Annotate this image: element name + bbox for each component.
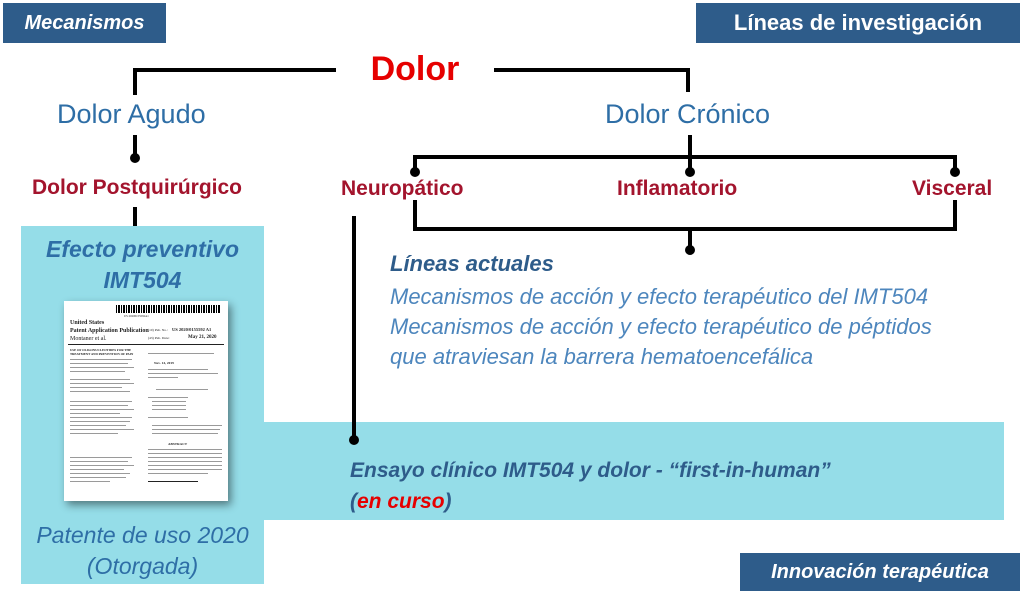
visceral-node-dot [950,167,960,177]
patent-publication-type: Patent Application Publication [70,328,149,334]
current-lines-heading: Líneas actuales [390,251,554,276]
clinical-trial-text: Ensayo clínico IMT504 y dolor - “first-i… [350,455,831,517]
branch-dolor-agudo: Dolor Agudo [57,99,206,129]
agudo-node-dot [130,153,140,163]
patent-barcode-number: US 20200155592A1 [124,314,149,318]
patent-section-title: USE OF OLIGONUCLEOTIDES FOR THE TREATMEN… [70,348,134,356]
root-connector-right [494,68,690,92]
subtype-visceral: Visceral [912,177,993,200]
patent-rule [68,344,224,345]
subtypes-bracket-bottom [413,200,957,231]
cronico-bracket-top [413,155,957,172]
trial-node-dot [349,435,359,445]
current-line-item: que atraviesan la barrera hematoencefáli… [390,344,814,369]
trial-highlight-band [264,422,1004,520]
patent-pub-no: US 2020/0155592 A1 [172,327,212,332]
subtype-neuropatico: Neuropático [341,177,464,200]
patent-pub-no-label: (10) Pub. No.: [148,328,169,332]
branch-dolor-cronico: Dolor Crónico [605,99,771,129]
root-node-dolor: Dolor [370,50,460,88]
current-lines-node-dot [685,245,695,255]
clinical-trial-status: en curso [357,490,445,513]
current-line-item: Mecanismos de acción y efecto terapéutic… [390,284,929,309]
patent-abstract-label: ABSTRACT [168,442,188,446]
status-open-paren: ( [350,490,357,513]
patent-pub-date: May 21, 2020 [188,335,217,340]
subtype-postquirurgico: Dolor Postquirúrgico [32,176,242,199]
patent-pub-date-label: (43) Pub. Date: [148,336,170,340]
status-close-paren: ) [444,490,452,513]
mecanismos-tag: Mecanismos [3,3,166,43]
patent-caption-line2: (Otorgada) [86,553,199,579]
innovacion-terapeutica-tag: Innovación terapéutica [740,553,1020,591]
imt504-heading: IMT504 [103,267,182,293]
patent-caption-line1: Patente de uso 2020 [36,522,249,548]
patent-document-thumbnail: US 20200155592A1 United States Patent Ap… [64,301,228,501]
neuropatico-node-dot [410,167,420,177]
patent-barcode [116,305,220,313]
patent-country: United States [70,320,105,326]
current-line-item: Mecanismos de acción y efecto terapéutic… [390,314,932,339]
patent-inventor: Montaner et al. [70,336,107,342]
patent-caption: Patente de uso 2020 (Otorgada) [20,520,265,582]
cronico-node-dot [685,167,695,177]
efecto-preventivo-heading: Efecto preventivo [46,236,239,262]
root-connector-left [133,68,336,95]
clinical-trial-status-line: (en curso) [350,486,831,517]
patent-filed-date: Nov. 14, 2019 [154,361,174,365]
clinical-trial-title: Ensayo clínico IMT504 y dolor - “first-i… [350,459,831,482]
lineas-investigacion-tag: Líneas de investigación [696,3,1020,43]
subtype-inflamatorio: Inflamatorio [617,177,738,200]
